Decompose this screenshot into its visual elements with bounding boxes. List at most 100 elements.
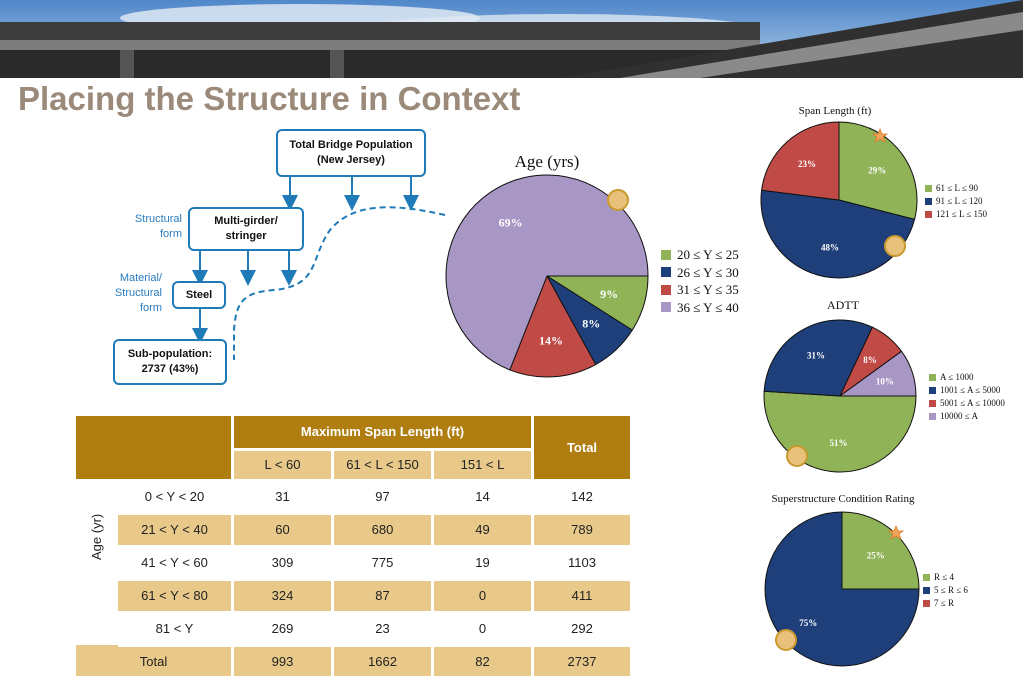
legend-label: 5001 ≤ A ≤ 10000 <box>940 398 1005 408</box>
table-cell: 82 <box>432 645 534 679</box>
row-label: Total <box>76 645 234 679</box>
table-row: 81 < Y 269 23 0 292 <box>76 612 633 647</box>
marker-circle-icon <box>607 189 629 211</box>
table-row: 0 < Y < 20 31 97 14 142 <box>76 480 633 515</box>
adtt-chart-title: ADTT <box>827 298 859 312</box>
legend-item: 1001 ≤ A ≤ 5000 <box>929 384 1005 397</box>
table-cell: 87 <box>332 579 434 614</box>
table-cell: 680 <box>332 513 434 548</box>
legend-item: 5 ≤ R ≤ 6 <box>923 584 968 597</box>
legend-label: 121 ≤ L ≤ 150 <box>936 209 988 219</box>
table-cell: 14 <box>432 480 534 515</box>
marker-star-icon <box>871 127 889 143</box>
table-total-header: Total <box>532 416 633 482</box>
pie-slice <box>763 319 874 397</box>
legend-item: 20 ≤ Y ≤ 25 <box>661 246 739 264</box>
legend-item: 5001 ≤ A ≤ 10000 <box>929 397 1005 410</box>
legend-label: 20 ≤ Y ≤ 25 <box>677 247 739 262</box>
span-chart-title: Span Length (ft) <box>798 105 872 117</box>
multi-girder-label: Multi-girder/ stringer <box>214 215 278 242</box>
legend-item: 31 ≤ Y ≤ 35 <box>661 281 739 299</box>
header-banner-photo <box>0 0 1023 78</box>
table-cell: 309 <box>232 546 334 581</box>
legend-label: 36 ≤ Y ≤ 40 <box>677 299 739 315</box>
table-col-header: 61 < L < 150 <box>332 449 434 482</box>
marker-circle-icon <box>786 445 808 467</box>
condition-legend: R ≤ 4 5 ≤ R ≤ 6 7 ≤ R <box>923 571 968 610</box>
pie-slice <box>761 121 840 201</box>
marker-circle-icon <box>775 629 797 651</box>
table-cell: 19 <box>432 546 534 581</box>
legend-item: 61 ≤ L ≤ 90 <box>925 182 987 195</box>
table-cell: 775 <box>332 546 434 581</box>
table-row: 61 < Y < 80 324 87 0 411 <box>76 579 633 614</box>
legend-label: 5 ≤ R ≤ 6 <box>934 585 968 595</box>
table-col-header: L < 60 <box>232 449 334 482</box>
pie-slice-label: 23% <box>798 159 816 169</box>
pie-slice-label: 10% <box>876 377 894 387</box>
pie-slice-label: 29% <box>868 166 886 176</box>
structural-form-label: Structural form <box>134 213 182 240</box>
pie-slice <box>838 121 918 221</box>
table-cell: 292 <box>532 612 633 647</box>
table-cell: 0 <box>432 612 534 647</box>
table-cell: 411 <box>532 579 633 614</box>
legend-label: 7 ≤ R <box>934 598 954 608</box>
pie-slice-label: 48% <box>821 243 839 253</box>
legend-label: 91 ≤ L ≤ 120 <box>936 196 983 206</box>
table-cell: 324 <box>232 579 334 614</box>
table-cell: 0 <box>432 579 534 614</box>
table-group-header: Maximum Span Length (ft) <box>232 416 534 451</box>
table-cell: 31 <box>232 480 334 515</box>
legend-label: 1001 ≤ A ≤ 5000 <box>940 385 1001 395</box>
span-age-table: Maximum Span Length (ft) Total L < 60 61… <box>76 416 633 679</box>
age-chart-title: Age (yrs) <box>514 152 580 171</box>
table-corner-cell <box>76 416 234 482</box>
pie-slice-label: 14% <box>539 334 563 348</box>
pie-slice-label: 8% <box>863 355 877 365</box>
condition-chart-title: Superstructure Condition Rating <box>771 493 915 505</box>
legend-item: 7 ≤ R <box>923 597 968 610</box>
legend-item: 91 ≤ L ≤ 120 <box>925 195 987 208</box>
total-bridge-population-label: Total Bridge Population (New Jersey) <box>289 139 413 166</box>
table-cell: 269 <box>232 612 334 647</box>
age-axis-label: Age (yr) <box>89 513 104 560</box>
legend-label: R ≤ 4 <box>934 572 954 582</box>
pie-slice-label: 25% <box>867 550 885 560</box>
legend-item: A ≤ 1000 <box>929 371 1005 384</box>
legend-label: 31 ≤ Y ≤ 35 <box>677 282 739 297</box>
legend-item: 26 ≤ Y ≤ 30 <box>661 264 739 282</box>
row-label: 0 < Y < 20 <box>118 480 234 515</box>
table-cell: 993 <box>232 645 334 679</box>
pie-slice-label: 51% <box>830 438 848 448</box>
legend-item: 10000 ≤ A <box>929 410 1005 423</box>
legend-label: 26 ≤ Y ≤ 30 <box>677 264 739 280</box>
legend-label: 61 ≤ L ≤ 90 <box>936 183 979 193</box>
sub-population-box: Sub-population: 2737 (43%) <box>113 339 227 385</box>
table-total-row: Total 993 1662 82 2737 <box>76 645 633 679</box>
pie-slice-label: 31% <box>807 351 825 361</box>
table-cell: 97 <box>332 480 434 515</box>
table-cell: 2737 <box>532 645 633 679</box>
pie-slice <box>509 274 597 378</box>
row-label: 21 < Y < 40 <box>118 513 234 548</box>
marker-circle-icon <box>884 235 906 257</box>
material-structural-form-label: Material/ Structural form <box>114 272 162 314</box>
row-label: 61 < Y < 80 <box>118 579 234 614</box>
steel-label: Steel <box>185 288 213 301</box>
table-row: 41 < Y < 60 309 775 19 1103 <box>76 546 633 581</box>
pie-slice <box>445 174 649 371</box>
adtt-legend: A ≤ 1000 1001 ≤ A ≤ 5000 5001 ≤ A ≤ 1000… <box>929 371 1005 423</box>
steel-box: Steel <box>172 281 226 309</box>
table-cell: 49 <box>432 513 534 548</box>
age-legend: 20 ≤ Y ≤ 25 26 ≤ Y ≤ 30 31 ≤ Y ≤ 35 36 ≤… <box>661 246 739 316</box>
table-row: 21 < Y < 40 60 680 49 789 <box>76 513 633 548</box>
table-cell: 1662 <box>332 645 434 679</box>
multi-girder-box: Multi-girder/ stringer <box>188 207 304 251</box>
span-legend: 61 ≤ L ≤ 90 91 ≤ L ≤ 120 121 ≤ L ≤ 150 <box>925 182 987 221</box>
